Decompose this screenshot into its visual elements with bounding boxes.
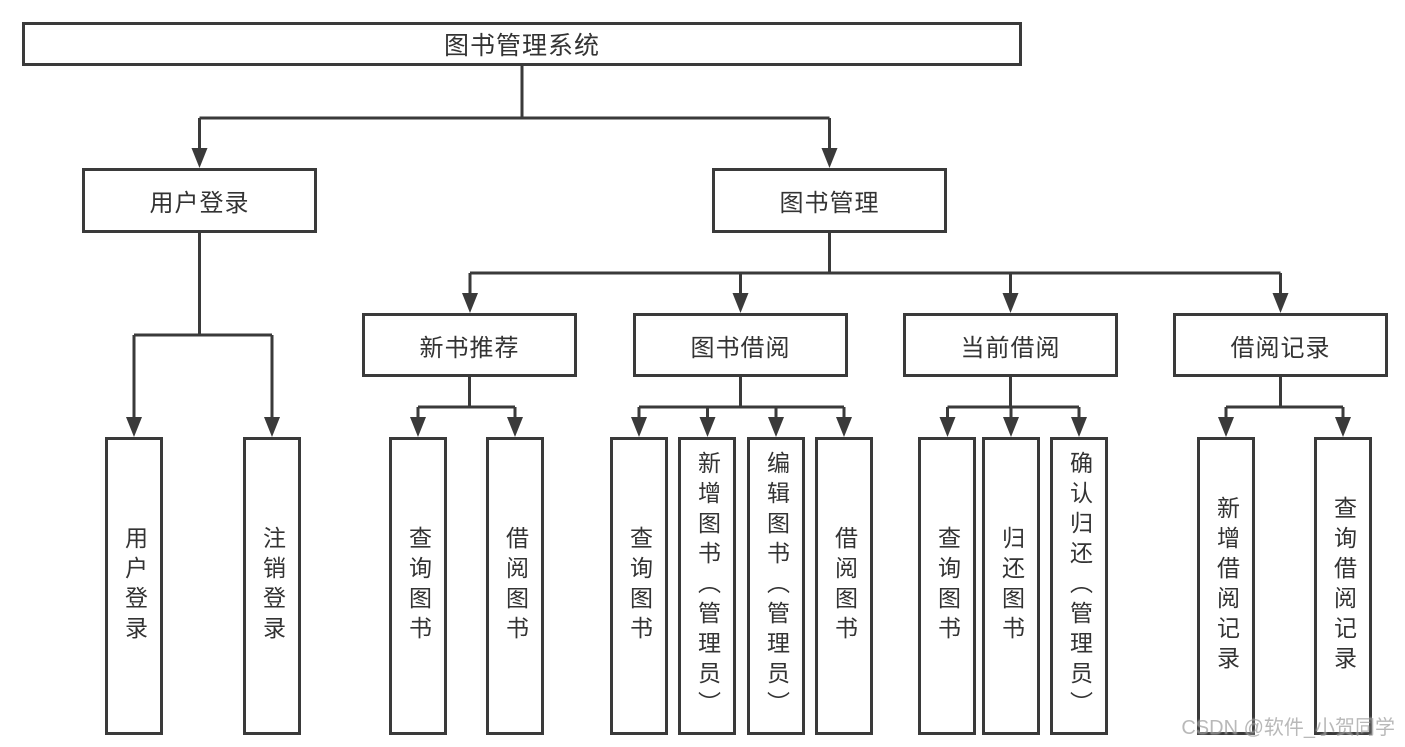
csdn-watermark: CSDN @软件_小贺同学 — [1181, 717, 1395, 739]
leaf-user-login: 用户登录 — [105, 437, 163, 735]
node-borrowing-records: 借阅记录 — [1173, 313, 1388, 377]
node-current-borrowing: 当前借阅 — [903, 313, 1118, 377]
leaf-return-books: 归还图书 — [982, 437, 1040, 735]
leaf-borrow-books-recommend: 借阅图书 — [486, 437, 544, 735]
node-book-borrowing: 图书借阅 — [633, 313, 848, 377]
leaf-confirm-return-admin: 确认归还（管理员） — [1050, 437, 1108, 735]
leaf-edit-book-admin: 编辑图书（管理员） — [747, 437, 805, 735]
node-library-management-system: 图书管理系统 — [22, 22, 1022, 66]
leaf-add-book-admin: 新增图书（管理员） — [678, 437, 736, 735]
node-user-login: 用户登录 — [82, 168, 317, 233]
leaf-add-borrow-record: 新增借阅记录 — [1197, 437, 1255, 735]
leaf-query-books-borrow: 查询图书 — [610, 437, 668, 735]
node-book-management: 图书管理 — [712, 168, 947, 233]
leaf-query-borrow-record: 查询借阅记录 — [1314, 437, 1372, 735]
leaf-query-books-current: 查询图书 — [918, 437, 976, 735]
leaf-borrow-books: 借阅图书 — [815, 437, 873, 735]
leaf-query-books-recommend: 查询图书 — [389, 437, 447, 735]
arrowheads — [126, 148, 1351, 437]
node-new-book-recommendation: 新书推荐 — [362, 313, 577, 377]
leaf-logout: 注销登录 — [243, 437, 301, 735]
